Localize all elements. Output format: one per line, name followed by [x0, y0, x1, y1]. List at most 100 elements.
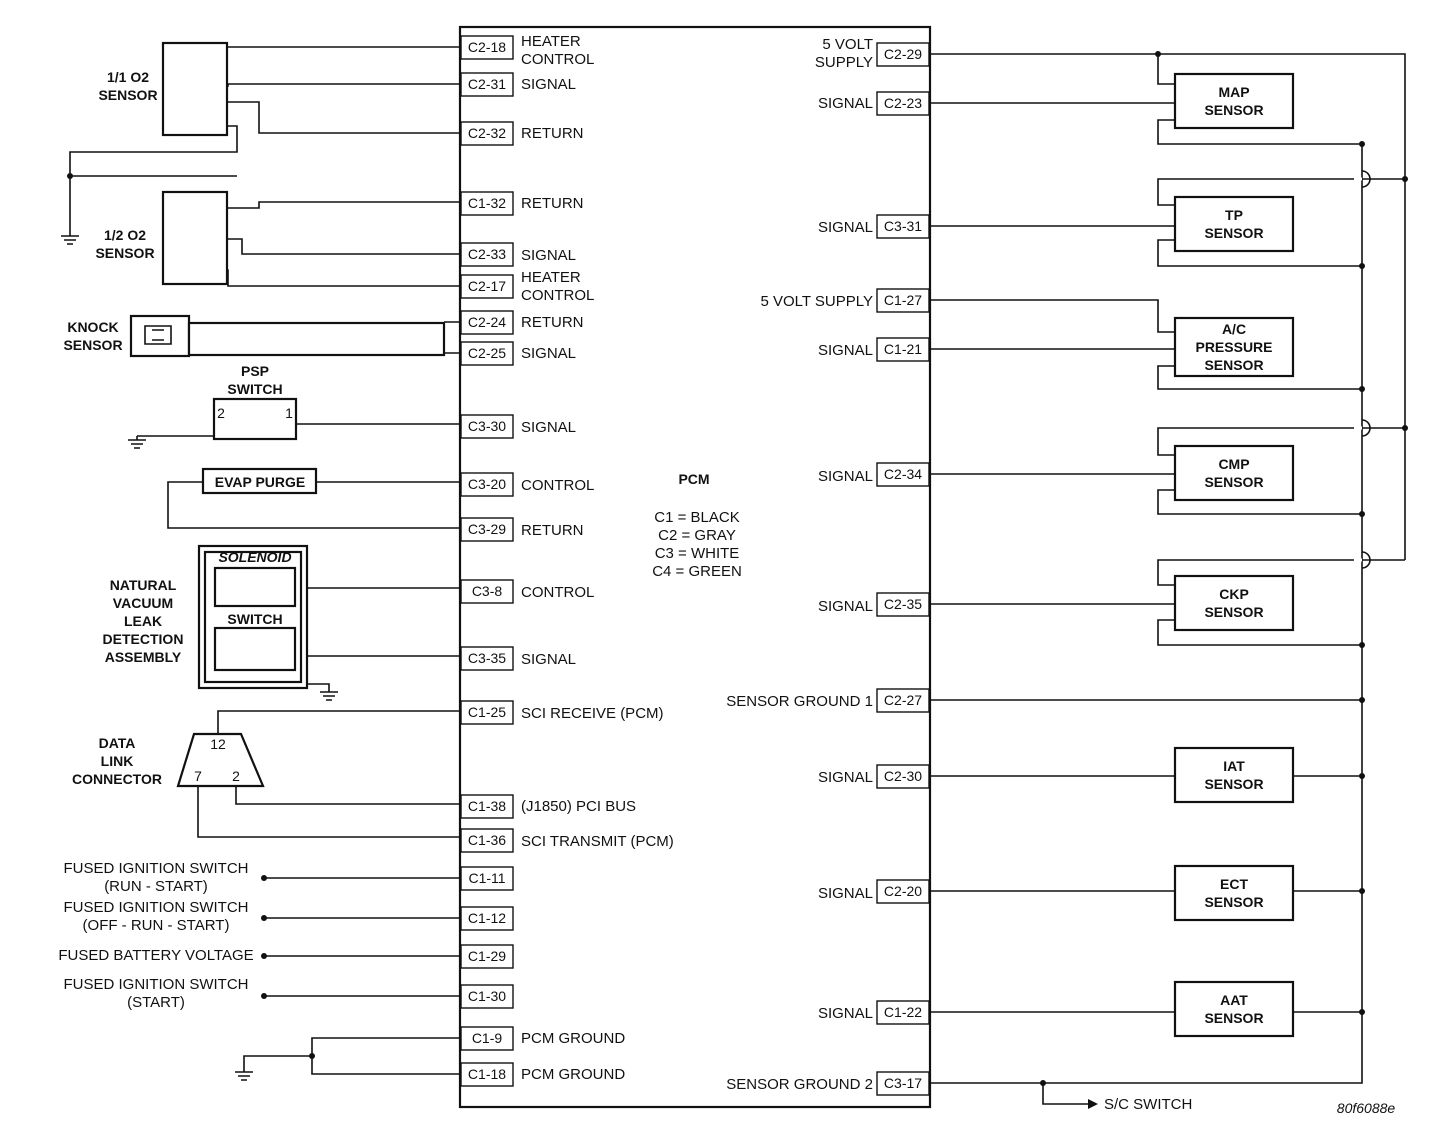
- wire-c2-33: [215, 238, 460, 255]
- wire-crossover: [1361, 170, 1371, 188]
- sensor-iat: [1173, 746, 1295, 804]
- nvld-assembly-label: NATURAL: [110, 577, 177, 593]
- nvld-solenoid: [213, 566, 297, 608]
- junction-dot: [1359, 642, 1365, 648]
- pin-label: PCM GROUND: [521, 1030, 625, 1047]
- pin-box-c2-25: [460, 341, 514, 366]
- data-link-connector-label: LINK: [101, 753, 134, 769]
- figure-id: 80f6088e: [1337, 1100, 1396, 1116]
- pin-box-c3-29: [460, 517, 514, 542]
- pin-box-c2-20: [876, 879, 930, 904]
- pcm-module: [458, 25, 932, 1109]
- pin-box-c3-35: [460, 646, 514, 671]
- pin-label: CONTROL: [521, 477, 594, 494]
- pin-label: SIGNAL: [818, 342, 873, 359]
- ground-symbol: [320, 688, 338, 701]
- pin-box-c3-8: [460, 579, 514, 604]
- pin-label: SIGNAL: [521, 247, 576, 264]
- pin-id: C1-9: [472, 1030, 503, 1046]
- junction-dot: [1402, 176, 1408, 182]
- o2-sensor-1-2: [161, 190, 229, 286]
- wire-ckp-5v: [1157, 559, 1405, 586]
- sensor-tp: [1173, 195, 1295, 253]
- pin-label: RETURN: [521, 195, 584, 212]
- pin-label: HEATER: [521, 269, 581, 286]
- pin-box-c1-12: [460, 906, 514, 931]
- pin-number: 7: [194, 768, 202, 784]
- pin-id: C2-35: [884, 596, 922, 612]
- pin-label: SIGNAL: [521, 345, 576, 362]
- pin-box-c2-35: [876, 592, 930, 617]
- nvld-switch-label: SWITCH: [227, 611, 282, 627]
- nvld-solenoid-label: SOLENOID: [218, 549, 291, 565]
- fused-ignition-start-label: (START): [127, 994, 185, 1011]
- pin-id: C3-30: [468, 418, 506, 434]
- arrow-icon: [261, 915, 267, 921]
- pin-id: C1-11: [468, 870, 505, 886]
- sensor-ckp: [1173, 574, 1295, 632]
- wire-cmp-5v: [1157, 427, 1405, 456]
- pin-label: PCM GROUND: [521, 1066, 625, 1083]
- pin-id: C2-29: [884, 46, 922, 62]
- arrow-icon: [261, 953, 267, 959]
- sensor-name: IAT: [1223, 758, 1245, 774]
- wire-c1-32: [214, 201, 460, 209]
- o2-sensor-1-2-label: 1/2 O2: [104, 227, 146, 243]
- pin-label: SIGNAL: [521, 651, 576, 668]
- pin-label: 5 VOLT: [822, 36, 873, 53]
- pin-id: C3-29: [468, 521, 506, 537]
- sensor-name: CKP: [1219, 586, 1249, 602]
- pin-box-c2-18: [460, 35, 514, 60]
- sensor-name: SENSOR: [1204, 474, 1263, 490]
- fused-ignition-off-run-start-label: FUSED IGNITION SWITCH: [64, 899, 249, 916]
- sc-switch-label: S/C SWITCH: [1104, 1096, 1192, 1113]
- wire-c3-29: [167, 481, 460, 529]
- pin-label: SIGNAL: [818, 598, 873, 615]
- wire-ac-ground: [1157, 365, 1362, 390]
- pin-box-c1-38: [460, 794, 514, 819]
- pin-box-c1-27: [876, 288, 930, 313]
- pin-label: SUPPLY: [815, 54, 873, 71]
- pin-id: C2-20: [884, 883, 922, 899]
- sensor-name: SENSOR: [1204, 776, 1263, 792]
- sensor-cmp: [1173, 444, 1295, 502]
- sensor-aat: [1173, 980, 1295, 1038]
- junction-dot: [1359, 773, 1365, 779]
- knock-element-icon: [144, 325, 172, 345]
- sensor-name: SENSOR: [1204, 1010, 1263, 1026]
- wire-map-ground: [1157, 119, 1362, 145]
- pin-box-c1-9: [460, 1026, 514, 1051]
- wire-map-5v: [1157, 54, 1175, 85]
- pin-box-c1-30: [460, 984, 514, 1009]
- pin-id: C3-8: [472, 583, 503, 599]
- junction-dot: [1359, 511, 1365, 517]
- wire-c1-38: [235, 786, 460, 805]
- pin-number: 12: [210, 736, 226, 752]
- wire-tp-ground: [1157, 239, 1362, 267]
- crossover-gap: [1354, 177, 1362, 181]
- junction-dot: [1359, 888, 1365, 894]
- knock-sensor: [129, 314, 191, 358]
- wire-c2-18: [214, 46, 460, 48]
- fused-battery-voltage-label: FUSED BATTERY VOLTAGE: [58, 947, 253, 964]
- pin-box-c2-24: [460, 310, 514, 335]
- fused-ignition-run-start-label: (RUN - START): [104, 878, 208, 895]
- pin-id: C2-25: [468, 345, 506, 361]
- junction-dot: [1402, 425, 1408, 431]
- o2-sensor-1-1-label: SENSOR: [98, 87, 157, 103]
- nvld-assembly-label: LEAK: [124, 613, 162, 629]
- pin-id: C1-25: [468, 704, 506, 720]
- wire-sc-switch: [1042, 1083, 1088, 1105]
- wire-c1-36: [197, 786, 460, 838]
- psp-switch: [212, 397, 298, 441]
- pin-id: C1-22: [884, 1004, 922, 1020]
- pin-id: C1-27: [884, 292, 922, 308]
- sensor-ect: [1173, 864, 1295, 922]
- pin-label: HEATER: [521, 33, 581, 50]
- pin-label: SIGNAL: [818, 219, 873, 236]
- wire-crossover: [1361, 551, 1371, 569]
- nvld-assembly-label: ASSEMBLY: [105, 649, 182, 665]
- pin-id: C3-31: [884, 218, 922, 234]
- pin-box-c2-29: [876, 42, 930, 67]
